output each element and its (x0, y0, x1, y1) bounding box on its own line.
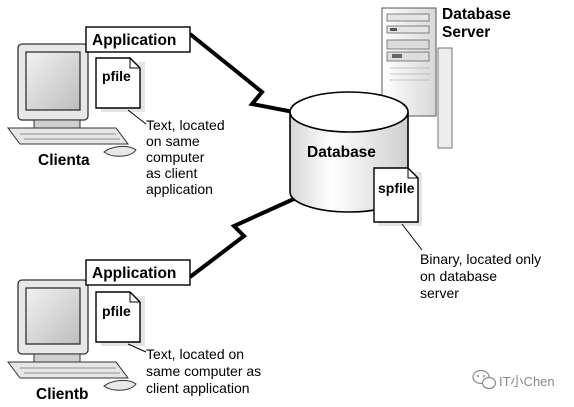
spfile-note-leader (401, 223, 423, 251)
clientb-application-label: Application (92, 265, 176, 282)
spfile-note-line-1: Binary, located only (420, 251, 541, 267)
clientb-computer-label: Clientb (36, 386, 89, 403)
clientb-application-box (85, 259, 191, 286)
network-link-clientb (188, 196, 297, 279)
clienta-note-line-3: computer (146, 149, 205, 165)
clienta-pfile-label: pfile (102, 68, 131, 84)
clientb-note-leader (127, 343, 147, 353)
spfile-note-line-3: server (420, 285, 459, 301)
clientb-note-line-2: same computer as (146, 363, 261, 379)
clienta-computer-label: Clienta (38, 152, 90, 169)
clienta-application-label: Application (92, 32, 176, 49)
clienta-computer-icon (7, 43, 137, 157)
clientb-note-line-3: client application (146, 380, 250, 396)
clienta-note-line-2: on same (146, 133, 200, 149)
database-label: Database (307, 144, 376, 161)
watermark-text: IT小Chen (499, 374, 555, 389)
spfile-note-line-2: on database (420, 268, 497, 284)
network-link-clienta (188, 32, 305, 116)
clienta-note-line-1: Text, located (146, 117, 225, 133)
clientb-pfile-document-icon (95, 291, 145, 346)
clientb-note-line-1: Text, located on (146, 346, 244, 362)
clienta-pfile-document-icon (95, 57, 145, 112)
clienta-note-leader (127, 109, 147, 125)
spfile-document-icon (373, 167, 422, 226)
server-title-line2: Server (442, 24, 490, 41)
clientb-computer-icon (7, 279, 137, 391)
clienta-note-line-5: application (146, 181, 213, 197)
server-title-line1: Database (442, 6, 511, 23)
server-tower-icon (381, 7, 453, 149)
spfile-label: spfile (378, 180, 415, 196)
clienta-application-box (85, 26, 191, 53)
wechat-logo-icon (472, 369, 497, 390)
clienta-note-line-4: as client (146, 165, 197, 181)
clientb-pfile-label: pfile (102, 303, 131, 319)
